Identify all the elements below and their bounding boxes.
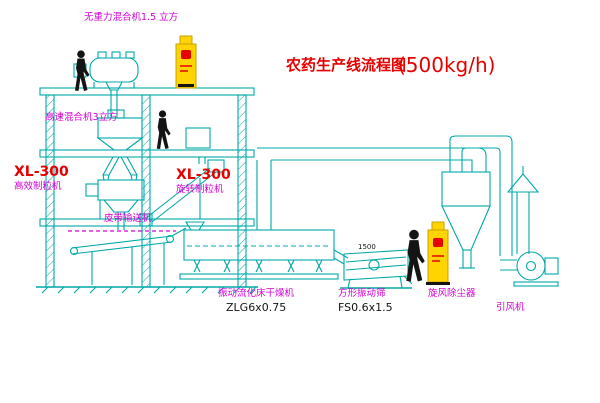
- exhaust-stack: [506, 166, 540, 254]
- duct-dryer-to-cyclone: [257, 147, 487, 172]
- belt-conveyor-machine: [68, 227, 187, 285]
- label-granulator-left-name: 高效制粒机: [14, 180, 62, 192]
- cyclone-machine: [441, 171, 491, 269]
- label-belt-conveyor: 皮带输送机: [104, 212, 152, 224]
- label-high-speed-mixer: 高速混合机3立方: [45, 111, 118, 123]
- control-cabinet-1: [175, 35, 197, 89]
- label-gravity-mixer: 无重力混合机1.5 立方: [84, 11, 178, 23]
- granulator-left-machine: [85, 174, 145, 230]
- worker-figure-top: [75, 50, 90, 91]
- label-sieve-model: FS0.6x1.5: [338, 301, 393, 314]
- floor-beam-top: [39, 87, 255, 96]
- floor-beam-2: [39, 149, 255, 158]
- vibrating-sieve-machine: [340, 249, 413, 289]
- worker-figure-ground: [406, 229, 425, 282]
- induced-draft-fan-machine: [500, 251, 559, 287]
- inclined-conveyor: [139, 159, 225, 227]
- label-granulator-right-model: XL-300: [176, 167, 231, 183]
- label-dryer-name: 振动流化床干燥机: [218, 287, 295, 299]
- worker-figure-floor2: [156, 110, 171, 150]
- floor2-feeder-machine: [185, 127, 211, 164]
- control-cabinet-2: [426, 221, 450, 285]
- diagram-title: 农药生产线流程图: [285, 56, 406, 74]
- label-fan: 引风机: [496, 301, 525, 313]
- label-dryer-model: ZLG6x0.75: [226, 301, 286, 314]
- fluid-bed-dryer-machine: [179, 160, 349, 280]
- label-granulator-right-name: 旋转制粒机: [176, 183, 224, 195]
- label-granulator-left-model: XL-300: [14, 164, 69, 180]
- column-right: [237, 94, 247, 288]
- building-frame: [36, 87, 258, 294]
- duct-cyclone-to-fan: [449, 135, 513, 256]
- label-cyclone: 旋风除尘器: [428, 287, 476, 299]
- ground-hatch: [41, 286, 257, 294]
- column-middle: [141, 94, 151, 288]
- high-speed-mixer-machine: [96, 109, 144, 176]
- label-sieve-dimension: 1500: [358, 243, 376, 251]
- label-sieve-name: 方形振动筛: [338, 287, 386, 299]
- diagram-capacity: (500kg/h): [398, 53, 495, 77]
